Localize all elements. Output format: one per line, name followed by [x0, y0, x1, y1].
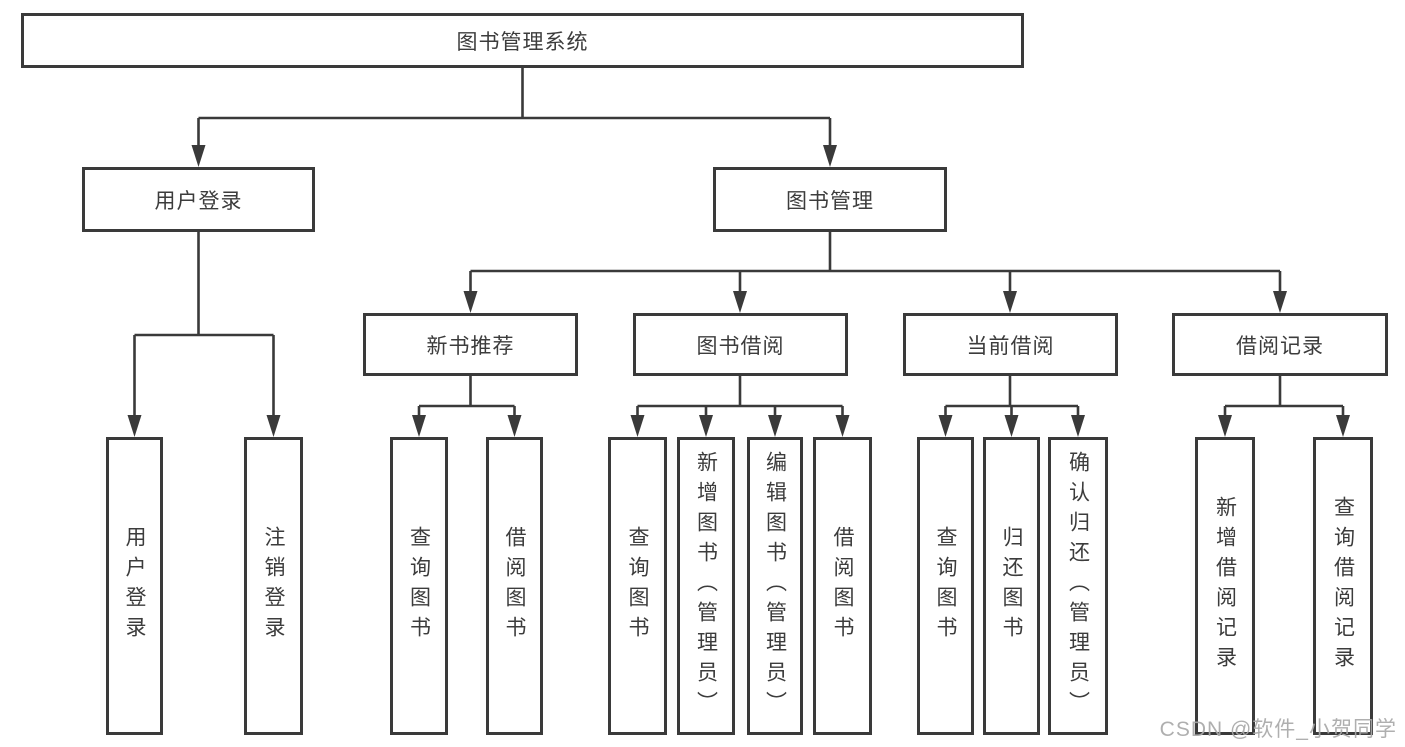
connector-borrowrecord-to-children [1223, 376, 1345, 420]
node-current-borrowing: 当前借阅 [903, 313, 1118, 376]
leaf-add-borrow-record: 新增借阅记录 [1195, 437, 1255, 735]
leaf-logout: 注销登录 [244, 437, 303, 735]
leaf-borrow-query-books-label: 查询图书 [626, 526, 649, 646]
node-root-library-system: 图书管理系统 [21, 13, 1024, 68]
connector-bookborrow-to-children [636, 376, 844, 420]
leaf-confirm-return-admin-label: 确认归还（管理员） [1066, 451, 1090, 721]
connector-userlogin-to-children [133, 232, 275, 420]
leaf-query-borrow-record-label: 查询借阅记录 [1331, 496, 1355, 676]
node-book-management: 图书管理 [713, 167, 947, 232]
leaf-edit-books-admin: 编辑图书（管理员） [747, 437, 803, 735]
node-borrowing-records: 借阅记录 [1172, 313, 1388, 376]
arrowheads [127, 145, 1350, 437]
connector-bookmgmt-to-modules [469, 232, 1282, 296]
leaf-add-books-admin: 新增图书（管理员） [677, 437, 735, 735]
leaf-newbook-borrow-books-label: 借阅图书 [503, 526, 526, 646]
leaf-borrow-query-books: 查询图书 [608, 437, 667, 735]
connector-newbook-to-children [417, 376, 516, 420]
node-new-book-recommend: 新书推荐 [363, 313, 578, 376]
leaf-borrow-borrow-books-label: 借阅图书 [831, 526, 854, 646]
node-user-login: 用户登录 [82, 167, 315, 232]
leaf-current-query-books: 查询图书 [917, 437, 974, 735]
node-book-management-label: 图书管理 [786, 189, 874, 213]
connector-currentborrow-to-children [944, 376, 1080, 420]
leaf-current-query-books-label: 查询图书 [934, 526, 957, 646]
node-root-label: 图书管理系统 [456, 30, 589, 54]
csdn-watermark: CSDN @软件_小贺同学 [1159, 718, 1397, 741]
leaf-add-borrow-record-label: 新增借阅记录 [1213, 496, 1237, 676]
node-borrowing-records-label: 借阅记录 [1236, 334, 1324, 358]
leaf-borrow-borrow-books: 借阅图书 [813, 437, 872, 735]
leaf-edit-books-admin-label: 编辑图书（管理员） [763, 451, 787, 721]
node-book-borrowing: 图书借阅 [633, 313, 848, 376]
leaf-return-books-label: 归还图书 [1000, 526, 1023, 646]
leaf-confirm-return-admin: 确认归还（管理员） [1048, 437, 1108, 735]
leaf-return-books: 归还图书 [983, 437, 1040, 735]
connector-root-to-level2 [197, 68, 832, 150]
leaf-newbook-borrow-books: 借阅图书 [486, 437, 543, 735]
leaf-add-books-admin-label: 新增图书（管理员） [694, 451, 718, 721]
leaf-query-borrow-record: 查询借阅记录 [1313, 437, 1373, 735]
leaf-newbook-query-books: 查询图书 [390, 437, 448, 735]
leaf-user-login-label: 用户登录 [123, 526, 146, 646]
node-book-borrowing-label: 图书借阅 [696, 334, 785, 358]
leaf-logout-label: 注销登录 [262, 526, 285, 646]
node-current-borrowing-label: 当前借阅 [966, 334, 1055, 358]
leaf-newbook-query-books-label: 查询图书 [407, 526, 431, 646]
node-new-book-recommend-label: 新书推荐 [426, 334, 515, 358]
leaf-user-login: 用户登录 [106, 437, 163, 735]
node-user-login-label: 用户登录 [154, 189, 243, 213]
